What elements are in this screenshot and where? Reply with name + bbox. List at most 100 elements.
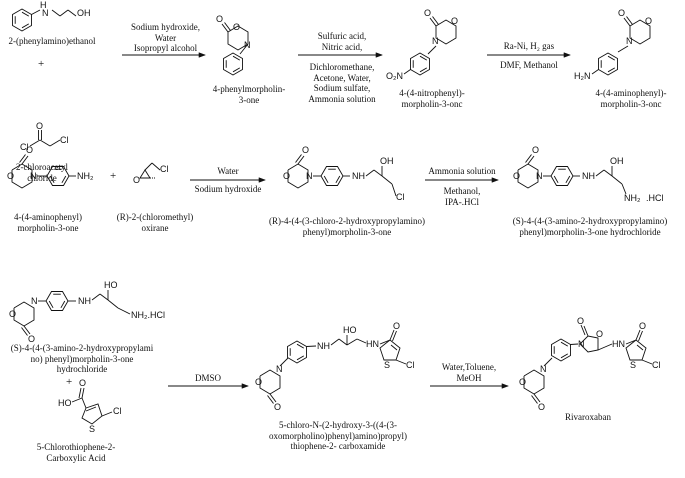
o-label: O [596,329,603,339]
phenylaminoethanol-structure: H N OH [12,0,91,32]
cl-label: Cl [113,406,122,416]
oh-label: OH [77,8,91,18]
n-label: N [578,339,585,349]
step6-conditions: DMSO [194,373,221,383]
n-label: N [306,171,313,181]
cl-label: Cl [160,164,169,174]
reactant-aminophenyl-morpholinone-label: 4-(4-aminophenyl) morpholin-3-one [14,212,82,233]
o-label: O [7,171,14,181]
cl-label: Cl [652,360,661,370]
reactant-chlorothiophene-carboxylic-acid-label: 5-Chlorothiophene-2- Carboxylic Acid [36,442,116,463]
phenylmorpholinone-structure: O O N [216,14,251,76]
nh-label: NH [317,341,330,351]
reactant-chloromethyl-oxirane-label: (R)-2-(chloromethyl) oxirane [116,212,194,233]
nitrophenyl-morpholinone-structure: O O N O₂N [386,8,458,81]
cl-label: Cl [60,135,69,145]
product-phenylmorpholinone-label: 4-phenylmorpholin- 3-one [212,84,286,105]
o-label: O [36,121,43,131]
o-label: O [283,171,290,181]
n-label: N [30,171,37,181]
o-label: O [216,14,223,24]
h2n-label: H₂N [574,71,591,81]
n-label: N [540,364,547,374]
o2n-label: O₂N [386,71,403,81]
ho-label: HO [58,398,72,408]
product-nitrophenyl-morpholinone-label: 4-(4-nitrophenyl)- morpholin-3-onc [399,88,465,109]
nh-label: NH [352,171,365,181]
n-label: N [432,36,439,46]
s-label: S [630,360,636,370]
nh2-hcl-label: NH₂.HCl [131,310,165,320]
aminophenyl-morpholinone-structure: O O N H₂N [574,8,652,81]
chloro-hydroxypropylamino-structure: O O N NH OH Cl [283,145,405,202]
n-label: N [42,8,49,18]
o-label: O [577,316,584,326]
intermediate-chlorothiophene-carboxamide-label: 5-chloro-N-(2-hydroxy-3-((4-(3- oxomorph… [269,420,407,451]
o-label: O [9,309,16,319]
o-label: O [302,145,309,155]
s-label: S [89,424,95,434]
o-label: O [393,321,400,331]
o-label: O [451,16,458,26]
hcl-label: .HCl [646,193,664,203]
product-amino-hydroxypropylamino-label: (S)-4-(4-(3-amino-2-hydroxypropylamino) … [512,216,668,237]
step3-conditions-top: Ra-Ni, H₂ gas [503,41,555,51]
hn-label: HN [612,339,625,349]
oh-label: OH [380,156,394,166]
ho-label: HO [343,325,357,335]
step2-conditions-top: Sulfuric acid, Nitric acid, [317,31,367,52]
plus-sign: + [66,376,73,388]
reactant-amino-hydroxypropylamino-hcl-label: (S)-4-(4-(3-amino-2-hydroxypropylami no)… [10,343,154,374]
product-rivaroxaban-label: Rivaroxaban [565,412,611,422]
s-label: S [384,360,390,370]
step2-conditions-bottom: Dichloromethane, Acetone, Water, Sodium … [308,62,376,104]
chlorothiophene-carboxamide-structure: O O N NH HO HN O S Cl [255,321,415,412]
amino-hydroxypropylamino-structure-3: O O N NH HO NH₂.HCl [9,280,165,344]
o-label: O [538,402,545,412]
cl-label: Cl [406,360,415,370]
step5-conditions-bottom: Methanol, IPA-.HCl [443,186,481,207]
chloromethyl-oxirane-structure: O Cl [133,162,169,185]
n-label: N [536,171,543,181]
oh-label: OH [610,156,624,166]
nh2-label: NH₂ [77,171,94,181]
rivaroxaban-structure: O O N N O O HN O S Cl [519,316,661,412]
o-label: O [519,377,526,387]
step7-conditions: Water,Toluene, MeOH [441,362,497,383]
o-label: O [639,321,646,331]
intermediate-chloro-hydroxypropylamino-label: (R)-4-(4-(3-chloro-2-hydroxypropylamino)… [269,216,425,237]
o-label: O [26,145,33,155]
step3-conditions-bottom: DMF, Methanol [500,60,558,70]
amino-hydroxypropylamino-structure: O O N NH OH NH₂ .HCl [513,145,664,203]
reactant-phenylaminoethanol-label: 2-(phenylamino)ethanol [8,36,96,46]
step4-conditions-bottom: Sodium hydroxide [194,184,262,194]
n-label: N [626,36,633,46]
o-label: O [255,377,262,387]
o-label: O [424,8,431,18]
o-label: O [28,334,35,344]
product-aminophenyl-morpholinone-label: 4-(4-aminophenyl)- morpholin-3-onc [595,88,667,109]
o-label: O [233,22,240,32]
nh-label: NH [78,296,91,306]
reactant-chloroacetyl-chloride-label: 2-chloroacetyl chloride [16,162,68,183]
o-label: O [618,8,625,18]
aminophenyl-morpholinone-structure-2: O O N NH₂ [7,145,94,189]
n-label: N [31,296,38,306]
step1-conditions: Sodium hydroxide, Water Isopropyl alcoho… [131,22,200,53]
o-label: O [79,378,86,388]
nh-label: NH [582,171,595,181]
o-label: O [532,145,539,155]
nh-label: H [40,0,47,10]
nh2-label: NH₂ [624,193,641,203]
cl-label: Cl [396,192,405,202]
cl-label: Cl [20,142,29,152]
chloroacetyl-chloride-structure: O Cl Cl [20,121,69,152]
o-label: O [645,16,652,26]
hn-label: HN [366,339,379,349]
plus-sign: + [38,58,45,70]
n-label: N [276,364,283,374]
step5-conditions-top: Ammonia solution [428,166,496,176]
o-label: O [133,175,140,185]
